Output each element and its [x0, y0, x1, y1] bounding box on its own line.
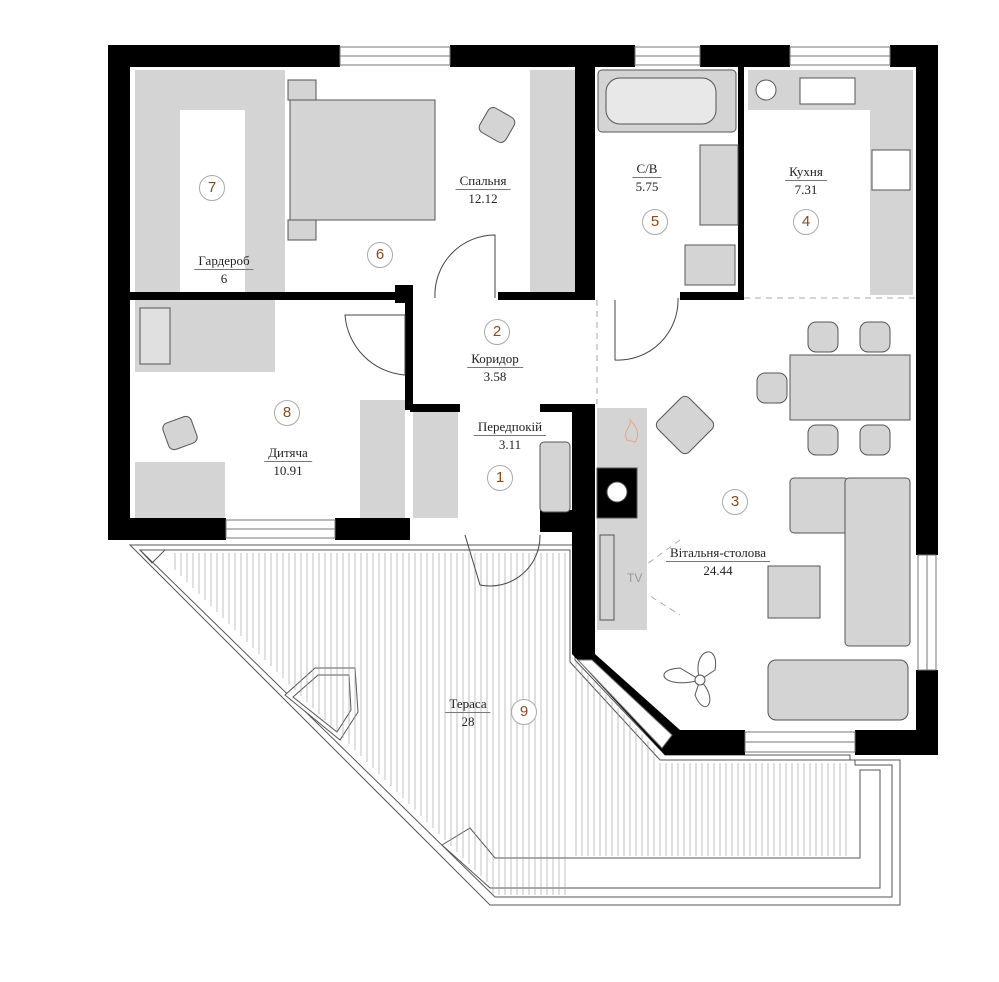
room-number-4: 4 — [793, 209, 819, 235]
room-name: Вітальня-столова — [665, 544, 771, 562]
windows — [225, 46, 937, 753]
room-name: Дитяча — [264, 444, 312, 462]
room-number-8: 8 — [274, 400, 300, 426]
room-name: Спальня — [455, 172, 511, 190]
fan-icon — [663, 651, 717, 708]
doors — [344, 234, 679, 587]
furniture — [135, 69, 913, 721]
room-number-9: 9 — [511, 699, 537, 725]
room-name: С/В — [632, 160, 662, 178]
room-area: 5.75 — [635, 179, 659, 194]
room-area: 3.58 — [483, 369, 507, 384]
room-area: 10.91 — [273, 463, 303, 478]
room-area: 3.11 — [498, 437, 522, 452]
room-number-2: 2 — [484, 319, 510, 345]
room-number-6: 6 — [367, 242, 393, 268]
tv-label: TV — [627, 571, 643, 585]
room-area: 28 — [461, 714, 475, 729]
room-number-1: 1 — [487, 465, 513, 491]
room-name: Передпокій — [473, 418, 547, 436]
room-area: 7.31 — [794, 182, 818, 197]
room-area: 12.12 — [468, 191, 498, 206]
fireplace-fire-icon — [625, 418, 639, 443]
room-number-5: 5 — [642, 209, 668, 235]
room-area: 6 — [220, 271, 228, 286]
room-number-3: 3 — [722, 489, 748, 515]
terrace-decking — [174, 553, 847, 895]
room-name: Кухня — [785, 163, 827, 181]
room-name: Гардероб — [194, 252, 254, 270]
room-name: Коридор — [467, 350, 523, 368]
walls — [108, 45, 938, 755]
room-name: Тераса — [445, 695, 491, 713]
room-area: 24.44 — [703, 563, 733, 578]
room-number-7: 7 — [199, 175, 225, 201]
